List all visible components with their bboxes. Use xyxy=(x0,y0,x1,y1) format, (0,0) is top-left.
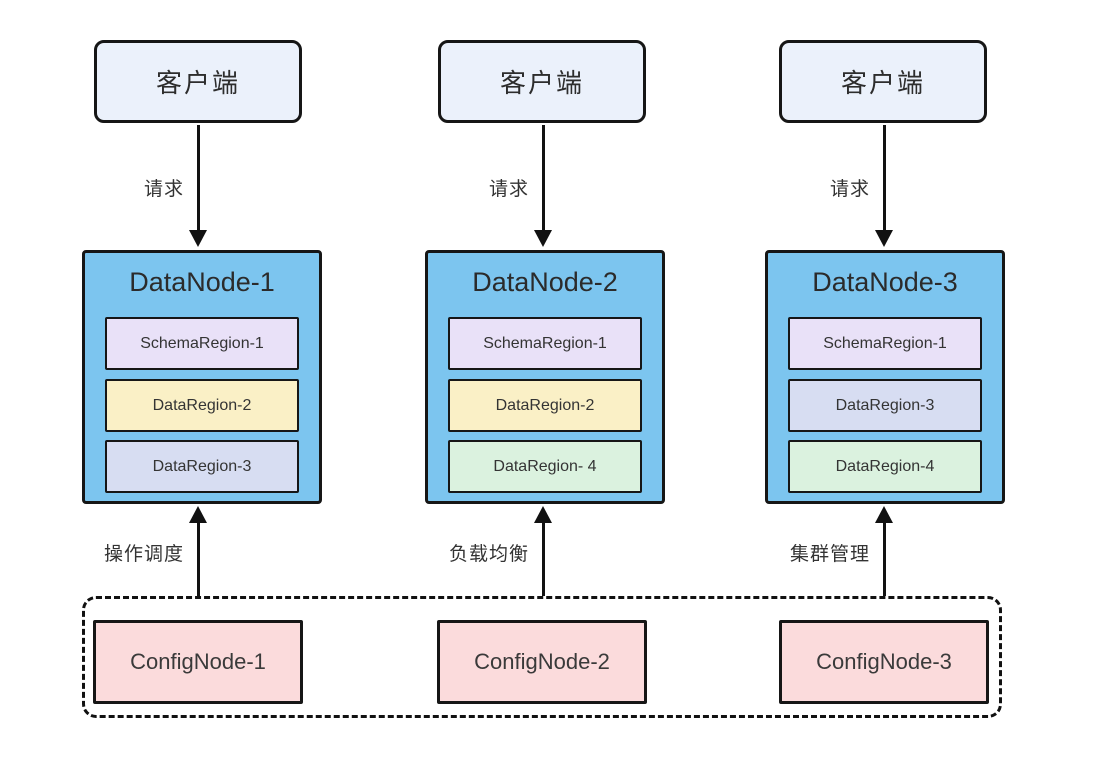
client-label: 客户端 xyxy=(155,68,240,98)
confignode-arrow-label-2: 负载均衡 xyxy=(448,544,529,565)
arrow-line xyxy=(541,523,545,596)
arrow-line xyxy=(541,125,545,230)
region-label: SchemaRegion-1 xyxy=(140,334,264,352)
arrow-head-down-icon xyxy=(189,230,207,247)
confignode-box-2: ConfigNode-2 xyxy=(437,620,647,704)
region-label: SchemaRegion-1 xyxy=(823,334,947,352)
datanode-title: DataNode-3 xyxy=(812,267,958,297)
confignode-box-3: ConfigNode-3 xyxy=(779,620,989,704)
request-arrow-1 xyxy=(188,125,208,247)
client-box-2: 客户端 xyxy=(438,40,646,123)
confignode-arrow-label-3: 集群管理 xyxy=(789,544,870,565)
region-label: SchemaRegion-1 xyxy=(483,334,607,352)
arrow-line xyxy=(882,125,886,230)
region-label: DataRegion-2 xyxy=(495,396,595,414)
region-box: DataRegion-4 xyxy=(788,440,982,493)
arrow-head-up-icon xyxy=(189,506,207,523)
region-box: SchemaRegion-1 xyxy=(105,317,299,370)
confignode-cluster-dashed-border xyxy=(82,596,1002,718)
request-arrow-label-1: 请求 xyxy=(143,179,184,200)
confignode-label: ConfigNode-1 xyxy=(130,649,266,674)
arrow-head-up-icon xyxy=(875,506,893,523)
confignode-arrow-2 xyxy=(533,506,553,596)
arrow-head-down-icon xyxy=(534,230,552,247)
request-arrow-label-3: 请求 xyxy=(829,179,870,200)
region-label: DataRegion-3 xyxy=(835,396,935,414)
datanode-box-3: DataNode-3 SchemaRegion-1 DataRegion-3 D… xyxy=(765,250,1005,504)
arrow-head-up-icon xyxy=(534,506,552,523)
region-box: SchemaRegion-1 xyxy=(448,317,642,370)
confignode-label: ConfigNode-2 xyxy=(474,649,610,674)
region-label: DataRegion-3 xyxy=(152,457,252,475)
request-arrow-3 xyxy=(874,125,894,247)
region-box: DataRegion-3 xyxy=(788,379,982,432)
arrow-head-down-icon xyxy=(875,230,893,247)
region-box: DataRegion- 4 xyxy=(448,440,642,493)
request-arrow-label-2: 请求 xyxy=(488,179,529,200)
confignode-arrow-1 xyxy=(188,506,208,596)
region-label: DataRegion- 4 xyxy=(493,457,597,475)
client-label: 客户端 xyxy=(499,68,584,98)
datanode-box-1: DataNode-1 SchemaRegion-1 DataRegion-2 D… xyxy=(82,250,322,504)
confignode-arrow-label-1: 操作调度 xyxy=(103,544,184,565)
confignode-box-1: ConfigNode-1 xyxy=(93,620,303,704)
client-box-1: 客户端 xyxy=(94,40,302,123)
region-box: SchemaRegion-1 xyxy=(788,317,982,370)
region-box: DataRegion-2 xyxy=(448,379,642,432)
datanode-title: DataNode-2 xyxy=(472,267,618,297)
confignode-arrow-3 xyxy=(874,506,894,596)
datanode-box-2: DataNode-2 SchemaRegion-1 DataRegion-2 D… xyxy=(425,250,665,504)
confignode-label: ConfigNode-3 xyxy=(816,649,952,674)
region-label: DataRegion-2 xyxy=(152,396,252,414)
region-box: DataRegion-3 xyxy=(105,440,299,493)
arrow-line xyxy=(882,523,886,596)
request-arrow-2 xyxy=(533,125,553,247)
client-box-3: 客户端 xyxy=(779,40,987,123)
datanode-title: DataNode-1 xyxy=(129,267,275,297)
arrow-line xyxy=(196,125,200,230)
client-label: 客户端 xyxy=(840,68,925,98)
region-label: DataRegion-4 xyxy=(835,457,935,475)
arrow-line xyxy=(196,523,200,596)
region-box: DataRegion-2 xyxy=(105,379,299,432)
